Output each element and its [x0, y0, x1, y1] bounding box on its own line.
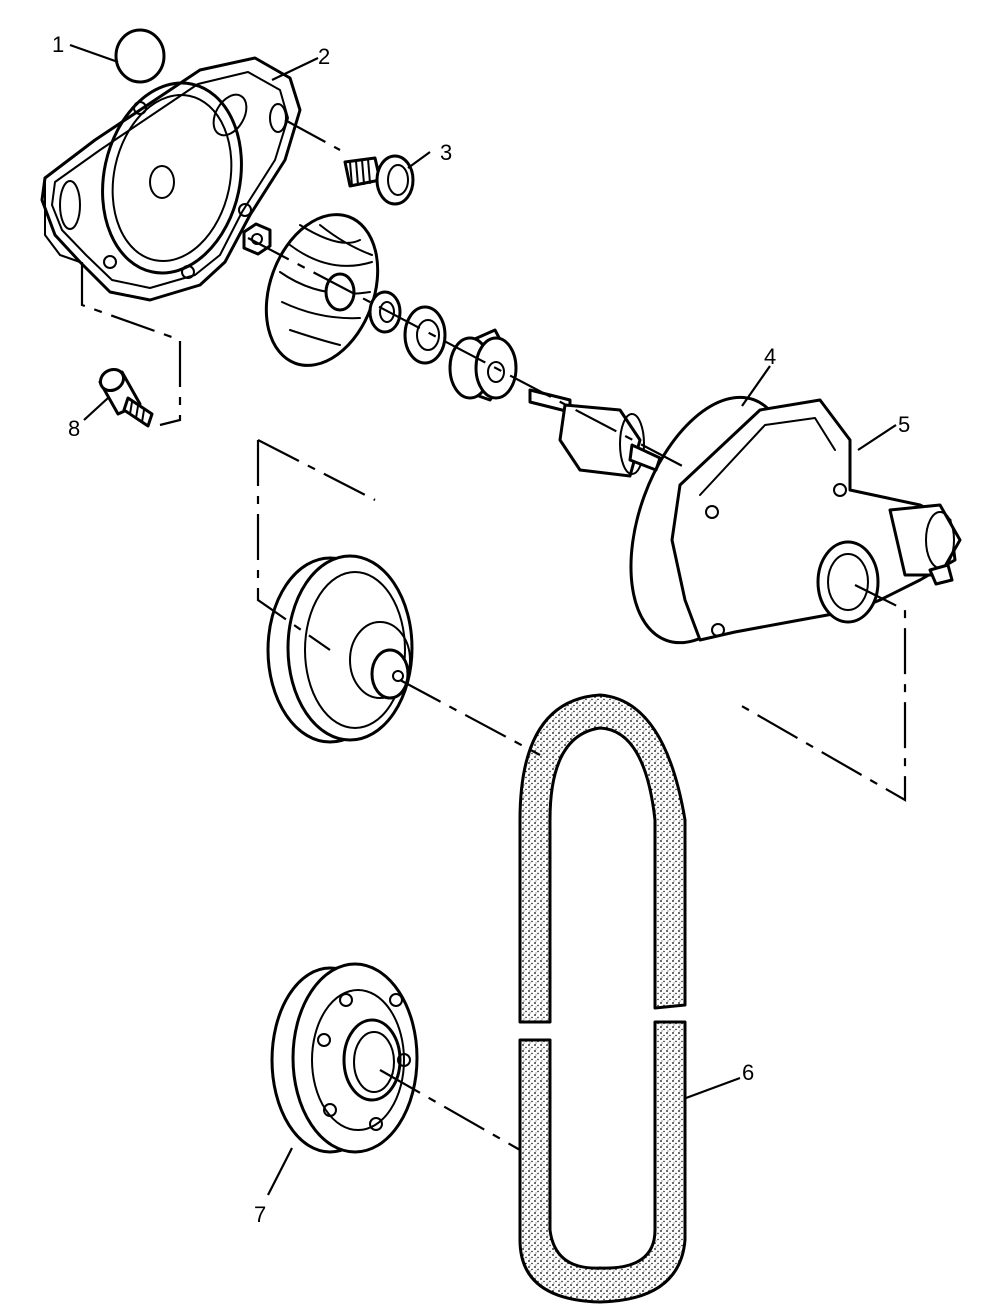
callout-2: 2 [318, 44, 330, 69]
callout-5: 5 [898, 412, 910, 437]
impeller-part [264, 213, 380, 367]
callout-4: 4 [764, 344, 776, 369]
cover-bolt-part [98, 367, 154, 428]
bolt-part [343, 154, 415, 206]
bearing-part [448, 328, 518, 402]
callout-7: 7 [254, 1202, 266, 1227]
pump-pulley-part [266, 554, 414, 744]
v-belt-part [518, 693, 687, 1304]
callout-3: 3 [440, 140, 452, 165]
seal-part [403, 305, 447, 365]
pump-shaft-part [528, 388, 662, 478]
callout-6: 6 [742, 1060, 754, 1085]
pump-cover-part [40, 56, 302, 302]
leader-lines [69, 43, 897, 1196]
seal-small-part [368, 290, 402, 334]
callout-8: 8 [68, 416, 80, 441]
assembly-lines [80, 119, 907, 1151]
o-ring-part [114, 28, 166, 84]
crank-pulley-part [270, 962, 419, 1154]
pump-housing-part [670, 398, 962, 642]
callout-1: 1 [52, 32, 64, 57]
